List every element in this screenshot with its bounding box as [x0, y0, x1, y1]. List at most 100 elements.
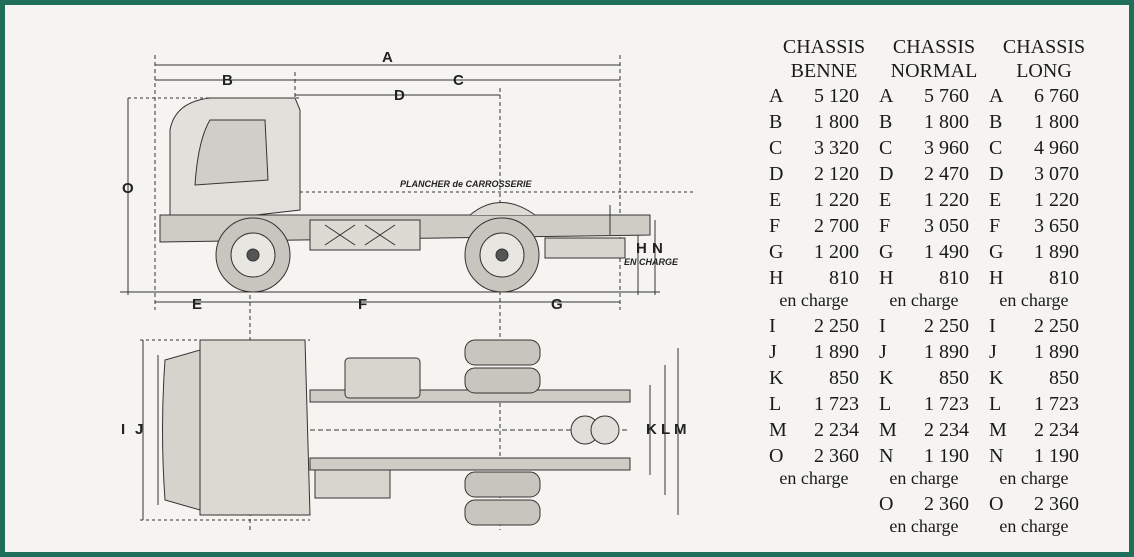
dimension-value: 850	[829, 367, 859, 389]
dimension-value: 1 723	[814, 393, 859, 415]
label-a: A	[382, 49, 393, 66]
dimension-value: 2 120	[814, 163, 859, 185]
dimension-key: H	[879, 267, 894, 289]
dimension-key: C	[989, 137, 1003, 159]
dimension-key: L	[989, 393, 1002, 415]
table-cell: F 3 050	[879, 213, 989, 239]
dimension-key: M	[879, 419, 897, 441]
dimension-key: K	[769, 367, 784, 389]
label-d: D	[394, 87, 405, 104]
dimension-value: 3 050	[924, 215, 969, 237]
dimension-value: 1 200	[814, 241, 859, 263]
dimension-key: D	[879, 163, 894, 185]
dimension-key: J	[989, 341, 997, 363]
table-cell: F 3 650	[989, 213, 1099, 239]
dimension-key: N	[989, 445, 1004, 467]
dimension-key: F	[769, 215, 781, 237]
dimension-value: 1 490	[924, 241, 969, 263]
en-charge-note	[769, 517, 879, 539]
dimension-key: B	[989, 111, 1003, 133]
dimension-value: 4 960	[1034, 137, 1079, 159]
label-i: I	[121, 421, 125, 438]
dimension-key: E	[989, 189, 1002, 211]
column-header-line2: LONG	[1016, 60, 1072, 82]
dimension-key: E	[769, 189, 782, 211]
dimension-value: 2 470	[924, 163, 969, 185]
dimension-key: A	[989, 85, 1004, 107]
table-cell: L 1 723	[989, 391, 1099, 417]
dimension-key: F	[879, 215, 891, 237]
table-cell: L 1 723	[879, 391, 989, 417]
dimension-key: B	[879, 111, 893, 133]
dimension-value: 1 890	[814, 341, 859, 363]
en-charge-note: en charge	[779, 468, 849, 488]
en-charge-label: EN CHARGE	[624, 257, 679, 267]
column-header-line2: NORMAL	[890, 60, 978, 82]
dimension-key: O	[769, 445, 784, 467]
table-cell: K 850	[879, 365, 989, 391]
dimension-value: 3 960	[924, 137, 969, 159]
dimension-key: K	[879, 367, 894, 389]
dimension-value: 1 723	[1034, 393, 1079, 415]
label-k: K	[646, 421, 657, 438]
dimension-value: 1 800	[814, 111, 859, 133]
en-charge-note: en charge	[779, 290, 849, 310]
dimension-lines	[120, 55, 695, 530]
dimension-value: 810	[1049, 267, 1079, 289]
dimension-value: 1 723	[924, 393, 969, 415]
dimension-value: 3 650	[1034, 215, 1079, 237]
dimension-value: 2 360	[924, 493, 969, 515]
chassis-drawing: A B C D O PLANCHER de CARROSSERIE H N EN…	[120, 49, 695, 530]
table-cell: D 2 470	[879, 161, 989, 187]
dimension-key: L	[879, 393, 892, 415]
table-cell: H 810	[989, 265, 1099, 291]
en-charge-note: en charge	[999, 290, 1069, 310]
label-j: J	[135, 421, 143, 438]
table-cell: B 1 800	[769, 109, 879, 135]
dimension-value: 5 120	[814, 85, 859, 107]
dimension-key: F	[989, 215, 1001, 237]
en-charge-note: en charge	[999, 468, 1069, 488]
dimension-value: 1 890	[1034, 341, 1079, 363]
dimension-value: 1 800	[1034, 111, 1079, 133]
dimension-value: 850	[939, 367, 969, 389]
dimension-value: 1 890	[1034, 241, 1079, 263]
dimension-key: M	[769, 419, 787, 441]
dimension-key: B	[769, 111, 783, 133]
dimension-value: 1 220	[924, 189, 969, 211]
dimension-key: M	[989, 419, 1007, 441]
top-view	[140, 339, 679, 526]
dimension-key: H	[989, 267, 1004, 289]
column-header-line1: CHASSIS	[782, 36, 866, 58]
